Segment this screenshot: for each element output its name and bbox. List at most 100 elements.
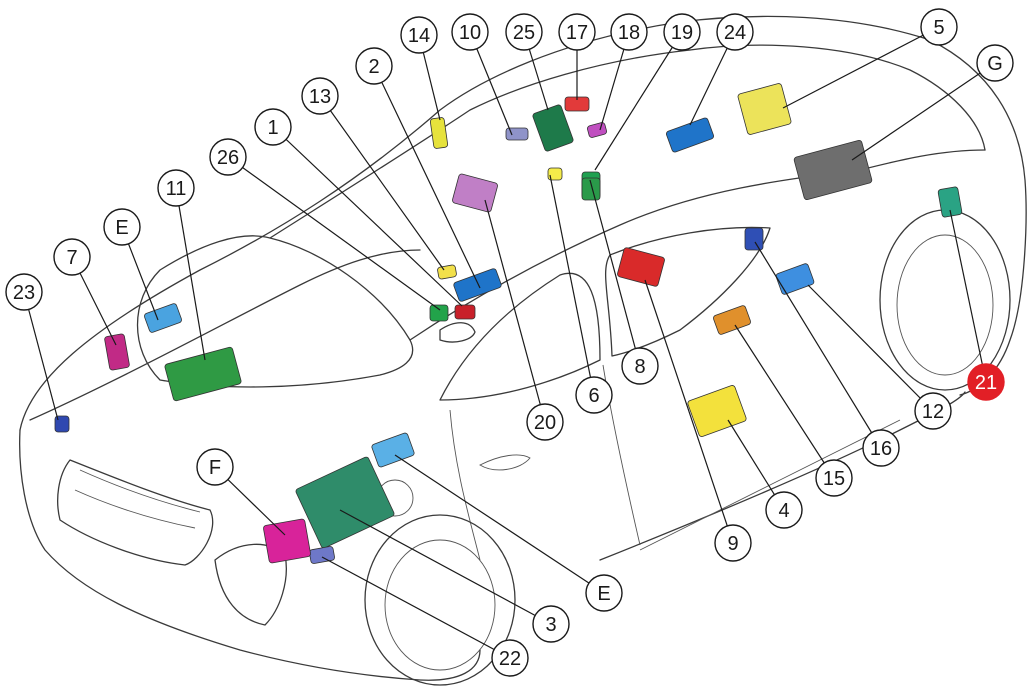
module-19: [581, 177, 601, 201]
callout-19: 19: [663, 13, 701, 51]
callout-circle: [103, 208, 141, 246]
callout-label: 5: [933, 17, 944, 39]
module-1: [454, 304, 476, 320]
callout-3: 3: [532, 605, 570, 643]
leader-line-E2: [394, 454, 605, 594]
callout-15: 15: [815, 459, 853, 497]
leader-line-22: [321, 556, 511, 659]
module-16: [744, 227, 764, 251]
module-10: [505, 127, 529, 141]
callout-18: 18: [610, 13, 648, 51]
callout-circle: [714, 524, 752, 562]
callout-circle: [53, 238, 91, 276]
module-14: [429, 117, 449, 149]
leader-line-9: [644, 279, 734, 544]
callout-circle: [301, 77, 339, 115]
module-E2: [371, 432, 415, 468]
callout-label: 17: [566, 22, 588, 44]
callout-circle: [526, 403, 564, 441]
callout-circle: [355, 47, 393, 85]
callout-1: 1: [254, 108, 292, 146]
callout-label: 21: [975, 372, 997, 394]
module-11: [164, 346, 242, 402]
leader-line-20: [484, 199, 546, 423]
leader-line-26: [227, 156, 441, 311]
callout-circle: [976, 44, 1014, 82]
callout-5: 5: [920, 8, 958, 46]
leader-line-23: [23, 291, 59, 421]
module-E1: [144, 303, 182, 333]
callout-label: 23: [13, 282, 35, 304]
callout-22: 22: [491, 639, 529, 677]
callout-14: 14: [400, 16, 438, 54]
module-18: [587, 122, 607, 138]
leader-line-16: [754, 241, 882, 449]
leader-line-15: [734, 324, 835, 479]
callout-label: 22: [499, 648, 521, 670]
callout-21: 21: [967, 363, 1005, 401]
leader-line-1: [272, 126, 463, 307]
module-12: [775, 263, 815, 295]
callout-label: 6: [588, 385, 599, 407]
callout-circle: [862, 429, 900, 467]
module-layer: [54, 83, 963, 564]
callout-F: F: [196, 448, 234, 486]
callout-16: 16: [862, 429, 900, 467]
module-5: [737, 83, 792, 135]
callout-label: E: [597, 583, 610, 605]
leader-line-21: [949, 209, 987, 383]
callout-11: 11: [157, 169, 195, 207]
module-22: [309, 546, 335, 564]
callout-circle: [400, 16, 438, 54]
callout-label: E: [115, 217, 128, 239]
callout-E2: E: [585, 574, 623, 612]
callout-circle: [491, 639, 529, 677]
callout-2: 2: [355, 47, 393, 85]
callout-label: F: [209, 457, 221, 479]
callout-label: 18: [618, 22, 640, 44]
callout-label: 24: [724, 22, 746, 44]
callout-24: 24: [716, 13, 754, 51]
callout-4: 4: [765, 491, 803, 529]
callout-circle: [558, 13, 596, 51]
callout-10: 10: [451, 13, 489, 51]
module-G: [793, 139, 873, 201]
callout-label: 20: [534, 412, 556, 434]
callout-6: 6: [575, 376, 613, 414]
callout-label: 14: [408, 25, 430, 47]
module-25: [532, 104, 574, 152]
callout-circle: [914, 392, 952, 430]
leader-line-12: [807, 284, 934, 412]
callout-label: 2: [368, 56, 379, 78]
callout-label: 4: [778, 500, 789, 522]
callout-8: 8: [621, 347, 659, 385]
callout-circle: [254, 108, 292, 146]
callout-label: 26: [217, 147, 239, 169]
callout-label: 1: [267, 117, 278, 139]
leader-line-6: [549, 174, 595, 396]
callout-label: G: [987, 53, 1003, 75]
module-23: [54, 415, 70, 433]
leader-line-3: [339, 509, 552, 625]
callout-26: 26: [209, 138, 247, 176]
module-2: [453, 268, 502, 302]
leader-line-8: [589, 179, 641, 367]
callout-circle: [663, 13, 701, 51]
callout-12: 12: [914, 392, 952, 430]
callout-circle: [209, 138, 247, 176]
callout-label: 13: [309, 86, 331, 108]
leader-line-19: [594, 31, 683, 171]
module-6: [547, 167, 563, 181]
callout-circle: [967, 363, 1005, 401]
module-F: [263, 518, 311, 564]
callout-circle: [157, 169, 195, 207]
car-outline: [19, 15, 1027, 686]
callout-G: G: [976, 44, 1014, 82]
callout-20: 20: [526, 403, 564, 441]
module-21: [937, 186, 963, 218]
callout-circle: [575, 376, 613, 414]
module-13: [437, 264, 457, 280]
callout-17: 17: [558, 13, 596, 51]
